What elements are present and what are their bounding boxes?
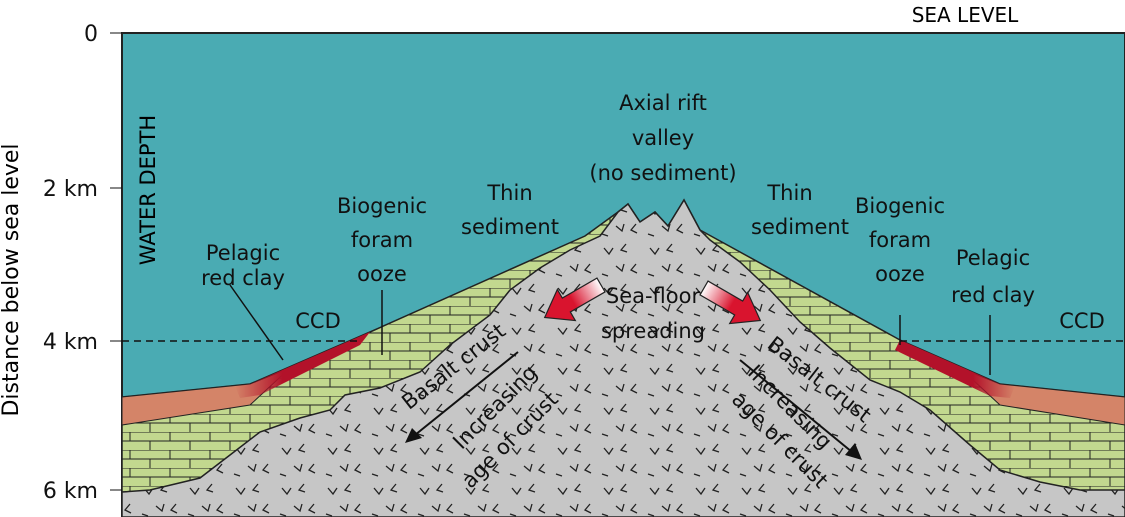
pelagic-left-label-2: red clay [201,266,285,290]
thin-left-label-2: sediment [461,215,559,239]
biogenic-left-label-2: foram [351,228,413,252]
ccd-right-label: CCD [1059,309,1105,333]
spreading-label: Sea-floor [606,284,701,308]
rift-label-2: valley [632,126,694,150]
depth-axis: 0 2 km 4 km 6 km Distance below sea leve… [0,22,122,504]
pelagic-left-label: Pelagic [206,241,280,265]
thin-left-label: Thin [486,181,532,205]
basalt-crust [121,198,1125,517]
tick-2km: 2 km [43,177,98,202]
biogenic-left-label: Biogenic [337,194,427,218]
rift-label: Axial rift [619,91,707,115]
ccd-left-label: CCD [295,309,341,333]
spreading-label-2: spreading [601,319,705,343]
axis-label: Distance below sea level [0,143,24,416]
age-arrow-left [405,351,519,443]
sea-level-label: SEA LEVEL [912,3,1019,27]
biogenic-left-label-3: ooze [357,262,407,286]
tick-6km: 6 km [43,479,98,504]
pelagic-right-label: Pelagic [956,246,1030,270]
pelagic-left-pointer [229,284,284,361]
ccd-band-right [895,340,1015,398]
biogenic-right-label-2: foram [869,228,931,252]
pelagic-right-label-2: red clay [951,283,1035,307]
biogenic-right-label: Biogenic [855,194,945,218]
ccd-band-left [235,332,370,398]
spreading-arrow-left [543,277,606,322]
biogenic-right-label-3: ooze [875,262,925,286]
spreading-arrow-right [699,280,762,325]
thin-right-label-2: sediment [751,215,849,239]
water-depth-label: WATER DEPTH [136,115,160,265]
rift-label-3: (no sediment) [589,161,736,185]
thin-right-label: Thin [766,181,812,205]
tick-4km: 4 km [43,330,98,355]
tick-0: 0 [84,22,98,47]
age-arrow-right [739,359,862,460]
